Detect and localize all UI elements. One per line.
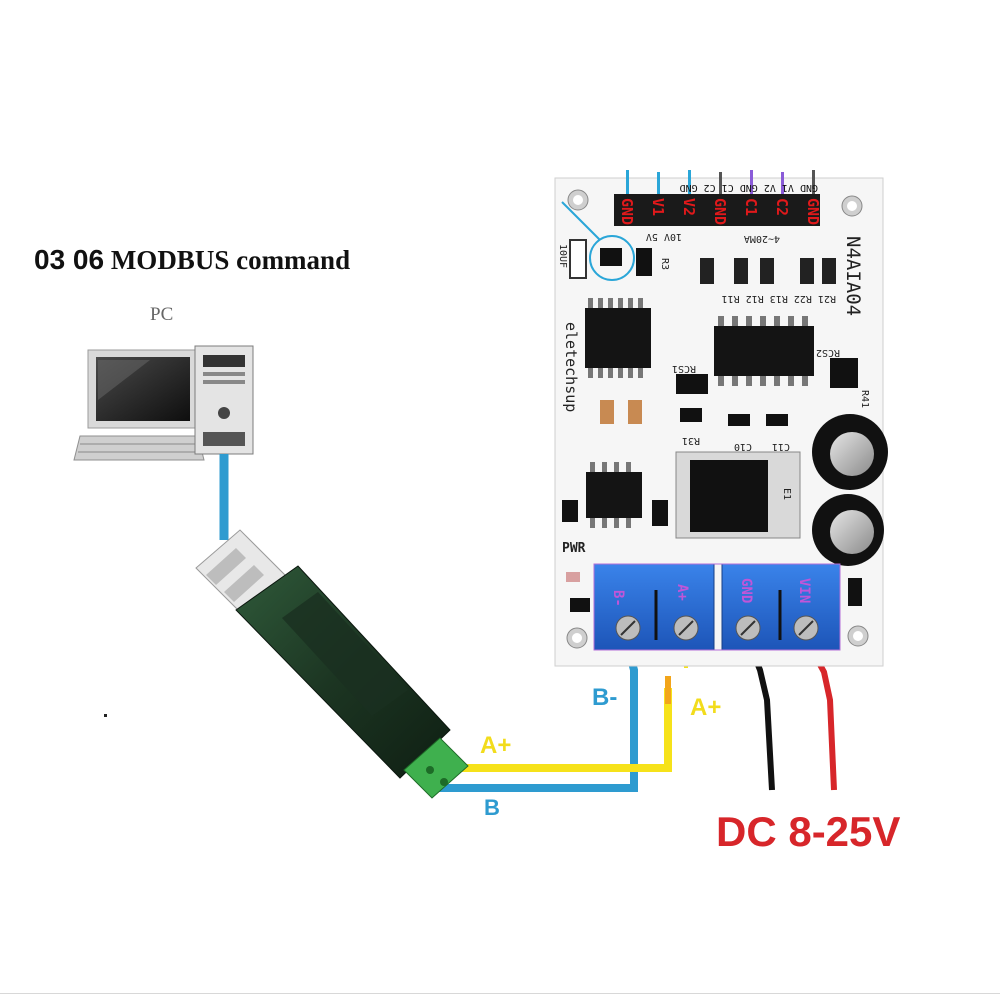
wire-label-b-top: B- xyxy=(592,684,618,711)
terminal-label-a: A+ xyxy=(674,584,690,601)
e1-label: E1 xyxy=(781,488,792,500)
wire-label-b-left: B xyxy=(484,795,500,820)
c10-label: C10 xyxy=(734,441,752,452)
board-model: N4AIA04 xyxy=(842,236,864,316)
terminal-label-vin: VIN xyxy=(796,578,812,603)
range-voltage-label: 10V 5V xyxy=(646,231,682,242)
cap-label: 10UF xyxy=(557,244,568,268)
pwr-label: PWR xyxy=(562,541,586,556)
r31-label: R31 xyxy=(682,435,700,446)
pin-label-v1: V1 xyxy=(649,198,667,216)
rcs1-label: RCS1 xyxy=(672,363,696,374)
wire-vin-red xyxy=(809,648,837,791)
pc-computer-icon xyxy=(73,345,254,461)
pin-label-gnd-3: GND xyxy=(804,198,822,225)
wire-label-a-left: A+ xyxy=(480,732,512,759)
header-pin-labels: GND V1 V2 GND C1 C2 GND xyxy=(618,198,822,225)
r41-label: R41 xyxy=(859,390,870,408)
wire-a-yellow xyxy=(446,688,672,772)
usb-rs485-adapter xyxy=(195,529,469,799)
page-title: 03 06 MODBUS command xyxy=(34,244,350,276)
resistor-row-label: R21 R22 R13 R12 R11 xyxy=(722,293,836,304)
terminal-block-rs485 xyxy=(593,563,715,651)
pin-label-v2: V2 xyxy=(680,198,698,216)
power-supply-label: DC 8-25V xyxy=(716,808,901,855)
command-numbers: 03 06 xyxy=(34,244,105,275)
pin-label-c2: C2 xyxy=(773,198,791,216)
bottom-divider xyxy=(0,993,1000,994)
r3-label: R3 xyxy=(659,258,670,270)
wire-gnd-black xyxy=(749,648,775,791)
board-brand: eletechsup xyxy=(562,322,580,412)
command-text: MODBUS command xyxy=(110,245,351,275)
stray-dot xyxy=(104,714,107,717)
n4aia04-board: GND V1 V2 GND C1 C2 GND GND V1 V2 GND C1… xyxy=(554,170,888,667)
range-current-label: 4~20MA xyxy=(744,233,780,244)
c11-label: C11 xyxy=(772,441,790,452)
pin-label-gnd-2: GND xyxy=(711,198,729,225)
terminal-label-b: B- xyxy=(610,590,626,607)
rcs2-label: RCS2 xyxy=(816,347,840,358)
pin-label-c1: C1 xyxy=(742,198,760,216)
terminal-label-gnd: GND xyxy=(738,578,754,603)
pc-label: PC xyxy=(150,304,174,325)
wire-label-a-top: A+ xyxy=(690,694,722,721)
pin-label-gnd-1: GND xyxy=(618,198,636,225)
header-silk-text: GND V1 V2 GND C1 C2 GND xyxy=(680,182,818,193)
